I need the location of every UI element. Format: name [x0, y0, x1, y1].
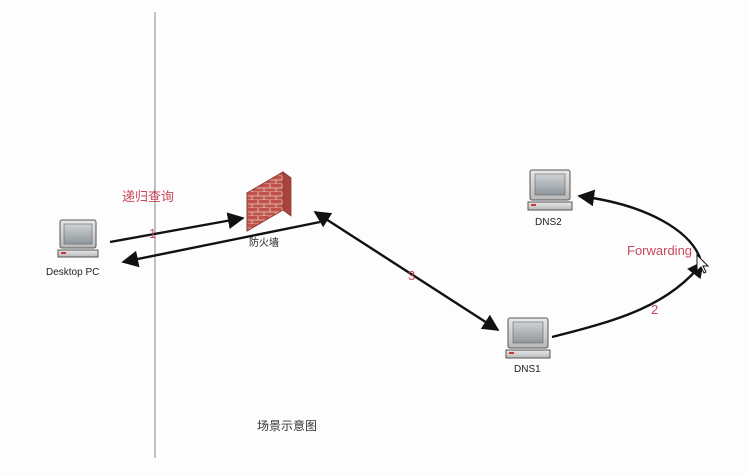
arrow-step-3	[313, 210, 500, 332]
dns-server-icon	[527, 169, 573, 211]
firewall-icon	[246, 171, 292, 232]
dns2-label: DNS2	[535, 217, 562, 228]
step-2-label: 2	[651, 302, 659, 317]
arrow-recursive-query	[109, 212, 245, 244]
cursor-icon	[696, 253, 710, 274]
step-3-label: 3	[408, 268, 416, 283]
firewall-label: 防火墙	[249, 238, 279, 249]
desktop-pc-label: Desktop PC	[46, 267, 100, 278]
desktop-pc-icon	[57, 219, 99, 258]
dns1-label: DNS1	[514, 364, 541, 375]
step-1-label: 1	[149, 226, 157, 241]
arrow-response	[121, 220, 321, 268]
dns-server-icon	[505, 317, 551, 359]
arrow-step-2	[551, 260, 705, 339]
forwarding-label: Forwarding	[627, 243, 693, 258]
recursive-query-label: 递归查询	[122, 189, 175, 204]
arrow-forwarding	[577, 189, 702, 259]
diagram-caption: 场景示意图	[257, 419, 318, 433]
